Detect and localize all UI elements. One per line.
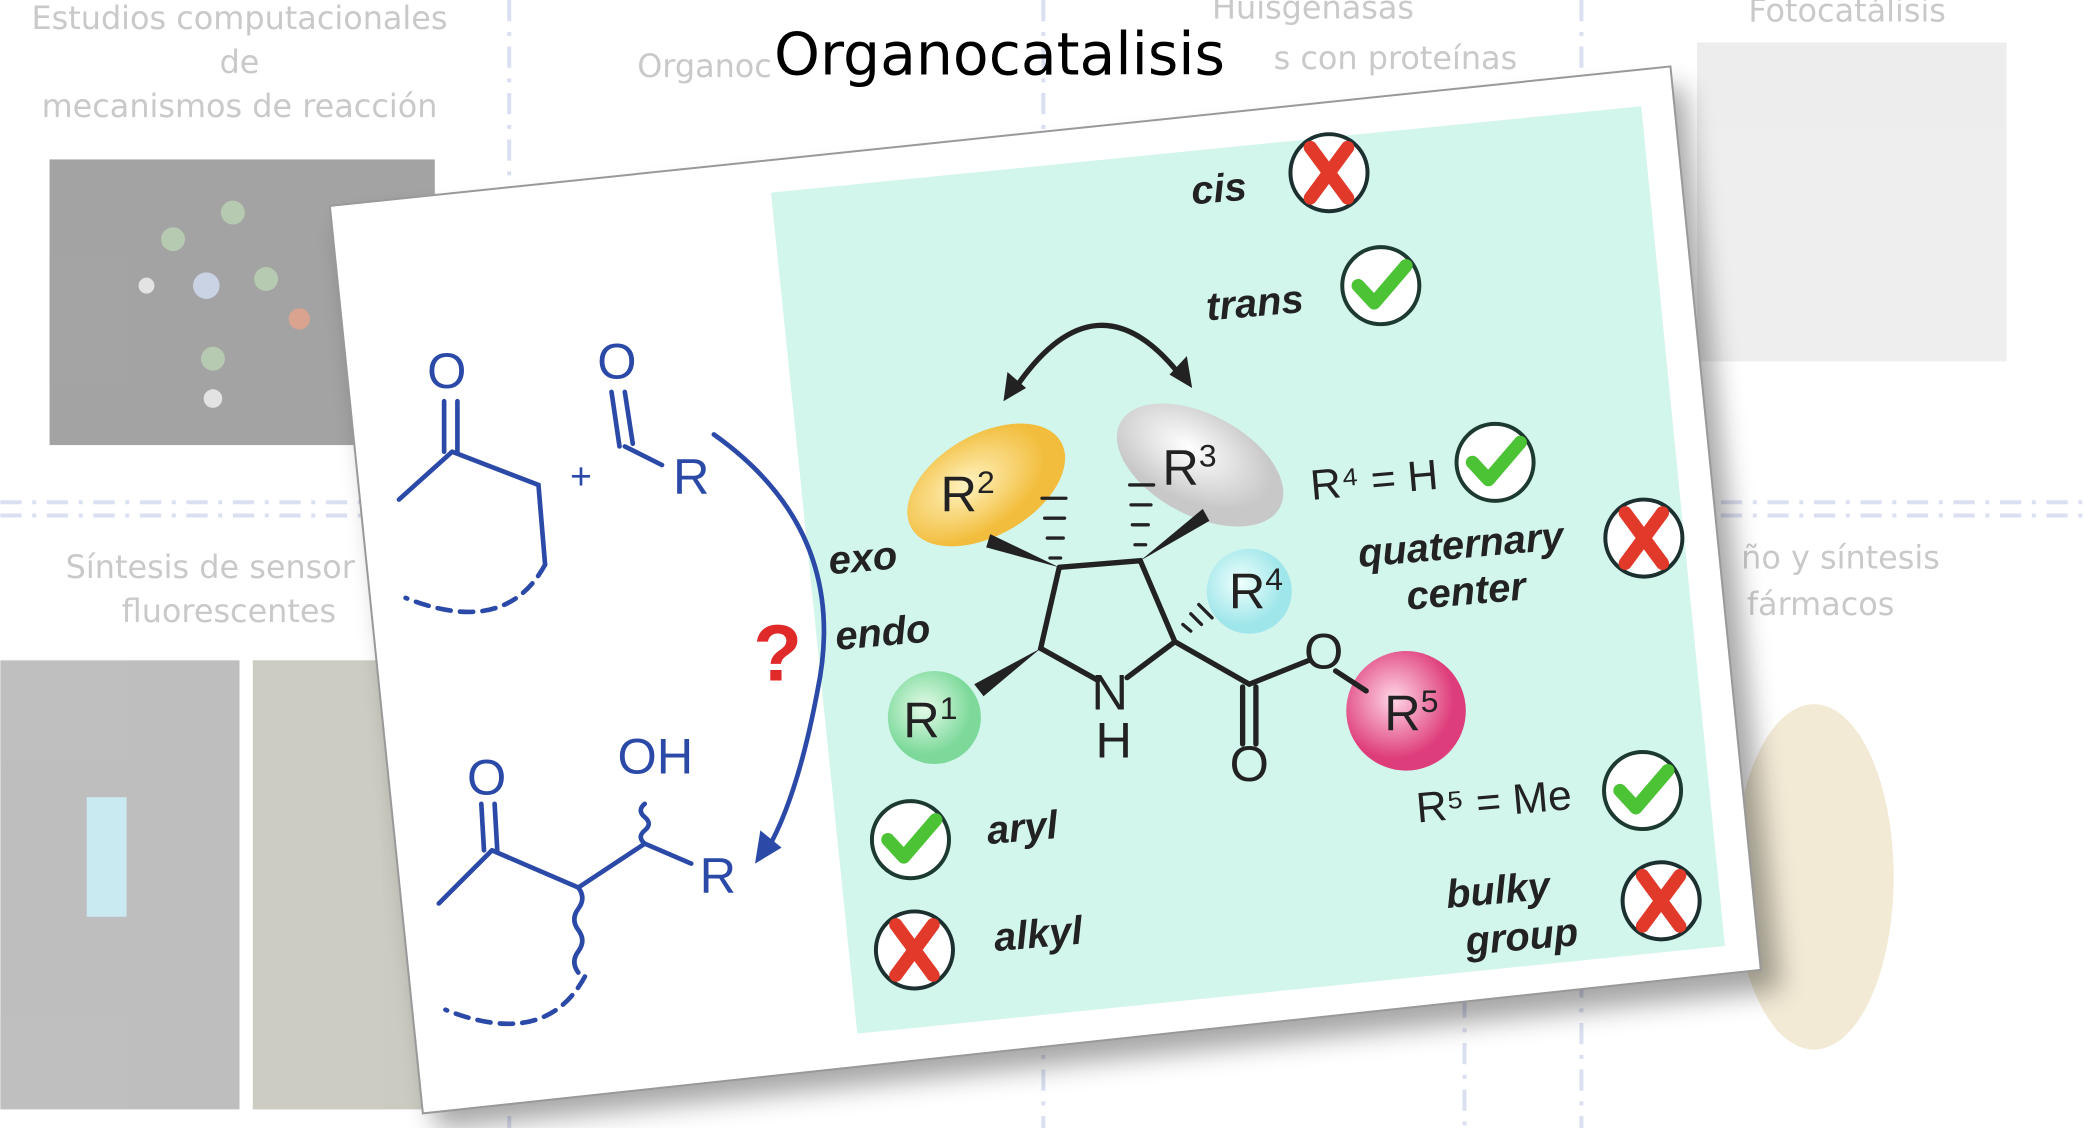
trans-label: trans <box>1204 277 1305 329</box>
r1-label: R1 <box>903 690 957 749</box>
nitrogen: N <box>1092 663 1128 720</box>
arrow-head <box>755 830 782 864</box>
slide-title: Organocatalisis <box>774 20 1225 88</box>
r3-label: R3 <box>1162 437 1216 496</box>
r4-label: R4 <box>1229 561 1283 620</box>
plus-sign: + <box>570 455 592 497</box>
r5-group <box>1346 651 1466 771</box>
r5-check-icon <box>1604 752 1681 829</box>
r4-group <box>1206 548 1292 634</box>
r4-rule: R⁴ = H <box>1308 452 1440 510</box>
center-label: center <box>1405 564 1530 618</box>
topic-computational-1: Estudios computacionales <box>32 0 448 37</box>
product-hydroxyl: OH <box>618 727 694 784</box>
topic-organocatalysis: Organoc <box>637 47 772 85</box>
ketone-oxygen: O <box>427 342 466 399</box>
catalyst-structure: N H O O R2 R3 R4 R1 R5 <box>887 322 1466 792</box>
topic-computational-2: de <box>220 43 260 81</box>
endo-label: endo <box>833 607 932 659</box>
topic-huisgenasas-2: s con proteínas <box>1274 39 1518 77</box>
cis-trans-arrow <box>1010 322 1186 395</box>
question-mark: ? <box>753 608 802 697</box>
r3-group <box>1116 403 1284 527</box>
topic-sensors-1: Síntesis de sensor <box>66 548 356 586</box>
r5-label: R5 <box>1384 683 1438 742</box>
topic-drugs-2: fármacos <box>1747 585 1895 623</box>
reaction-scheme: O + O R ? O OH R <box>396 333 827 1027</box>
alkyl-label: alkyl <box>992 908 1085 960</box>
cis-label: cis <box>1189 165 1248 214</box>
r2-group <box>907 423 1066 547</box>
aryl-check-icon <box>872 801 949 878</box>
alkyl-cross-icon <box>876 911 953 988</box>
r1-group <box>887 670 981 764</box>
sensor-glow <box>86 797 127 917</box>
carbonyl-oxygen: O <box>1230 735 1269 792</box>
nitrogen-hydrogen: H <box>1096 711 1132 768</box>
topic-drugs-1: ño y síntesis <box>1741 539 1940 577</box>
r2-label: R2 <box>941 464 995 523</box>
ester-oxygen: O <box>1304 622 1343 679</box>
molecule-model-image <box>138 200 310 408</box>
bulky-label: bulky <box>1444 864 1553 917</box>
trans-check-icon <box>1342 247 1419 324</box>
topic-huisgenasas-1: Huisgenasas <box>1212 0 1414 27</box>
photocatalysis-photo <box>1697 42 2007 362</box>
topic-sensors-2: fluorescentes <box>122 592 336 630</box>
exo-label: exo <box>827 533 899 583</box>
cis-cross-icon <box>1290 134 1367 211</box>
aryl-label: aryl <box>985 803 1060 853</box>
topic-photocatalysis: Fotocatálisis <box>1748 0 1946 29</box>
product-oxygen: O <box>467 749 506 806</box>
aldehyde-r: R <box>673 448 709 505</box>
product-r: R <box>700 847 736 904</box>
topic-computational-3: mecanismos de reacción <box>42 87 438 125</box>
reaction-arrow <box>711 432 827 853</box>
r4-check-icon <box>1457 424 1534 501</box>
group-label: group <box>1463 910 1580 964</box>
quaternary-cross-icon <box>1605 500 1682 577</box>
aldehyde-oxygen: O <box>597 333 636 390</box>
bulky-cross-icon <box>1623 862 1700 939</box>
